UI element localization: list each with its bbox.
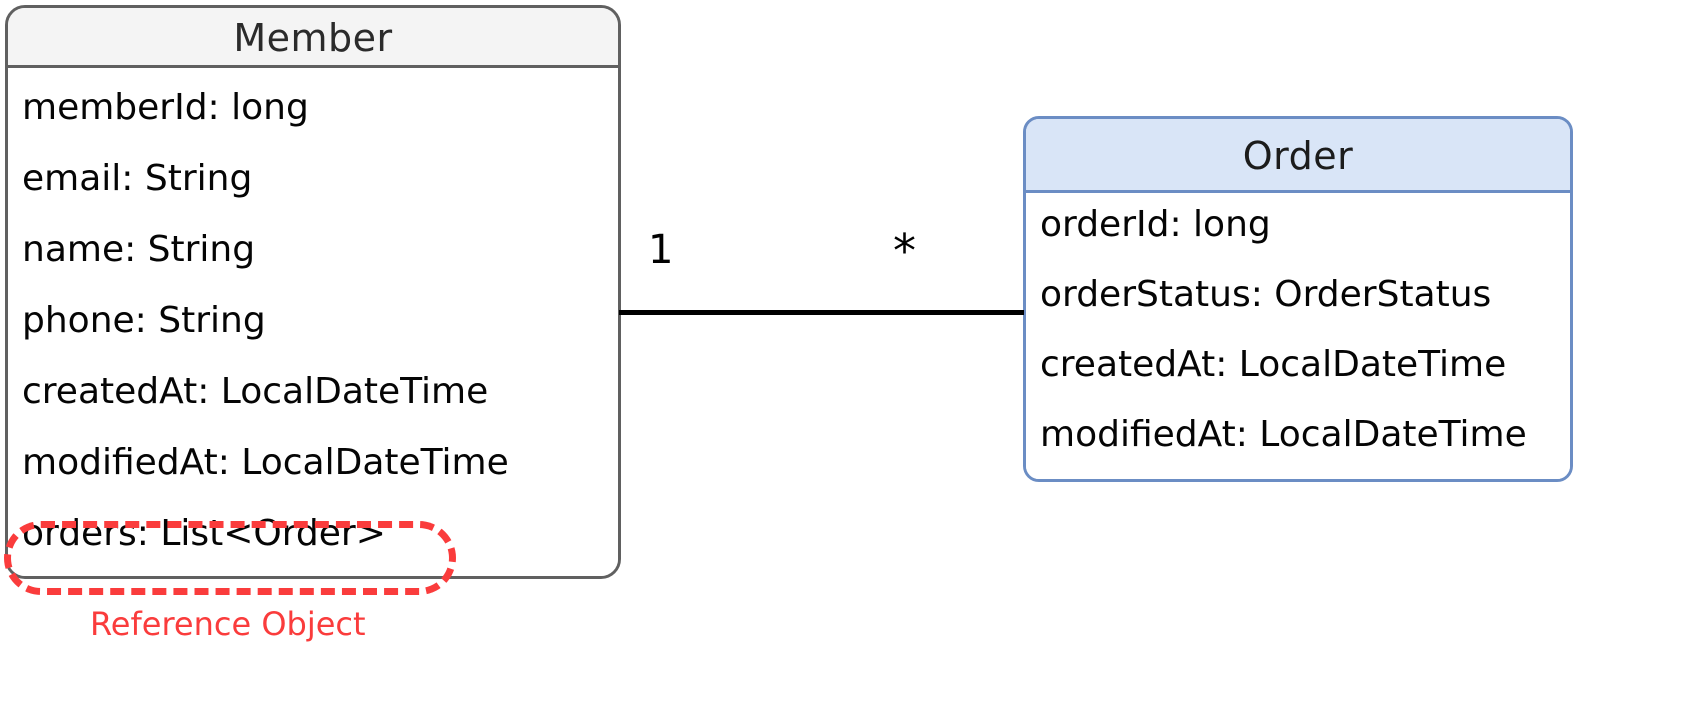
class-attributes-order: orderId: long orderStatus: OrderStatus c… bbox=[1026, 193, 1570, 479]
attribute-row: phone: String bbox=[22, 300, 266, 341]
attribute-row: email: String bbox=[22, 158, 253, 199]
attribute-row: createdAt: LocalDateTime bbox=[1040, 344, 1507, 385]
class-attributes-member: memberId: long email: String name: Strin… bbox=[8, 68, 618, 576]
attribute-row: name: String bbox=[22, 229, 256, 270]
attribute-row: modifiedAt: LocalDateTime bbox=[22, 442, 509, 483]
class-box-member[interactable]: Member memberId: long email: String name… bbox=[5, 5, 621, 579]
class-title-order: Order bbox=[1026, 119, 1570, 193]
attribute-row: createdAt: LocalDateTime bbox=[22, 371, 489, 412]
reference-object-caption: Reference Object bbox=[90, 605, 366, 643]
multiplicity-target: * bbox=[893, 224, 916, 278]
attribute-row: memberId: long bbox=[22, 87, 309, 128]
association-line bbox=[619, 310, 1024, 315]
class-title-member: Member bbox=[8, 8, 618, 68]
attribute-row: modifiedAt: LocalDateTime bbox=[1040, 414, 1527, 455]
attribute-row: orderId: long bbox=[1040, 204, 1271, 245]
attribute-row-orders: orders: List<Order> bbox=[22, 513, 386, 554]
attribute-row: orderStatus: OrderStatus bbox=[1040, 274, 1492, 315]
multiplicity-source: 1 bbox=[648, 227, 674, 273]
class-box-order[interactable]: Order orderId: long orderStatus: OrderSt… bbox=[1023, 116, 1573, 482]
